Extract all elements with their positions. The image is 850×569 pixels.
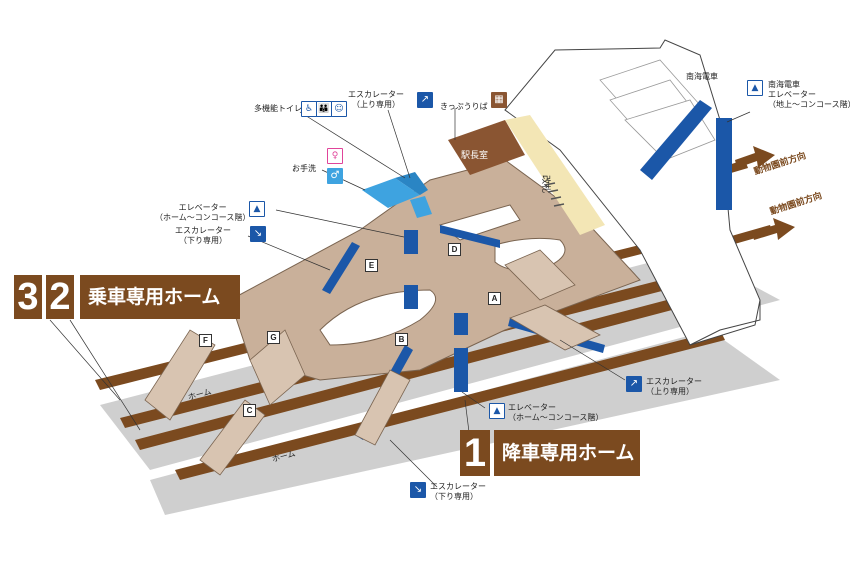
station-office-label: 駅長室 bbox=[461, 151, 489, 161]
stair-tag-f: F bbox=[199, 334, 212, 347]
male-restroom-icon: ♂ bbox=[327, 168, 343, 184]
lower-escalator-down-note: （下り専用） bbox=[430, 492, 478, 501]
gate-label: 改札 bbox=[540, 175, 550, 194]
lower-escalator-up-text: エスカレーター bbox=[646, 377, 702, 386]
lower-escalator-down-text: エスカレーター bbox=[430, 482, 486, 491]
platform-alighting bbox=[150, 330, 780, 515]
escalator-up-label: エスカレーター （上り専用） bbox=[348, 90, 404, 110]
baby-icon: ☺ bbox=[331, 101, 347, 117]
escalator-d bbox=[440, 225, 500, 248]
multi-toilet-block bbox=[410, 196, 432, 218]
elevator-text: エレベーター bbox=[178, 203, 227, 212]
nankai-escalator bbox=[716, 118, 732, 210]
escalator-down-note: （下り専用） bbox=[179, 236, 227, 245]
stair-tag-b: B bbox=[395, 333, 408, 346]
lower-escalator-up-note: （上り専用） bbox=[646, 387, 694, 396]
nankai-elevator-line2: エレベーター bbox=[768, 90, 816, 99]
lower-escalator-down-label: エスカレーター （下り専用） bbox=[430, 482, 486, 502]
lower-escalator-up-label: エスカレーター （上り専用） bbox=[646, 377, 702, 397]
stair-tag-d: D bbox=[448, 243, 461, 256]
escalator-up-note: （上り専用） bbox=[352, 100, 400, 109]
ticket-icon: ▦ bbox=[491, 92, 507, 108]
station-office bbox=[448, 120, 525, 175]
ticket-label: きっぷうりば bbox=[440, 102, 488, 111]
direction-arrow-icon bbox=[752, 218, 795, 240]
lower-elevator-note: （ホーム〜コンコース階） bbox=[508, 413, 604, 422]
escalator-e bbox=[322, 242, 360, 294]
stairs bbox=[144, 249, 601, 476]
elevator-icon: ▲ bbox=[747, 80, 763, 96]
elevator-shaft-1 bbox=[404, 230, 418, 254]
nankai-elevator-line3: （地上〜コンコース階） bbox=[768, 100, 850, 109]
escalator-icon: ↘ bbox=[250, 226, 266, 242]
leader-lines bbox=[49, 108, 751, 488]
alighting-platform-title: 降車専用ホーム bbox=[494, 430, 640, 476]
family-restroom-icon: 👪 bbox=[316, 101, 332, 117]
nankai-escalator-long bbox=[640, 100, 712, 180]
boarding-platform-title: 乗車専用ホーム bbox=[80, 275, 240, 319]
nankai-elevator-line1: 南海電車 bbox=[768, 80, 800, 89]
lower-elevator-label: エレベーター （ホーム〜コンコース階） bbox=[508, 403, 603, 423]
gate-machines bbox=[544, 182, 565, 207]
lower-elevator-text: エレベーター bbox=[508, 403, 556, 412]
elevator-shaft-4 bbox=[454, 348, 468, 392]
restroom-block-2 bbox=[395, 172, 428, 195]
stair-tag-a: A bbox=[488, 292, 501, 305]
escalator-up-text: エスカレーター bbox=[348, 90, 404, 99]
female-restroom-icon: ♀ bbox=[327, 148, 343, 164]
escalator-icon: ↗ bbox=[417, 92, 433, 108]
direction-arrow-icon bbox=[735, 146, 775, 168]
escalator-icon: ↘ bbox=[410, 482, 426, 498]
stair-tag-g: G bbox=[267, 331, 280, 344]
elevator-icon: ▲ bbox=[489, 403, 505, 419]
restroom-label: お手洗 bbox=[292, 164, 316, 173]
stair-tag-e: E bbox=[365, 259, 378, 272]
ticket-gate-area bbox=[505, 115, 605, 235]
elevator-shaft-3 bbox=[454, 313, 468, 335]
elevator-shaft-2 bbox=[404, 285, 418, 309]
escalator-down-text: エスカレーター bbox=[175, 226, 231, 235]
elevator-label: エレベーター （ホーム〜コンコース階） bbox=[155, 203, 250, 223]
platform-number-2: 2 bbox=[46, 275, 74, 319]
platform-number-1: 1 bbox=[460, 430, 490, 476]
escalator-down-label: エスカレーター （下り専用） bbox=[175, 226, 231, 246]
track-4 bbox=[175, 330, 725, 480]
platform-edge-line bbox=[689, 300, 761, 346]
multi-toilet-label: 多機能トイレ bbox=[254, 104, 302, 113]
restroom-block bbox=[362, 178, 420, 208]
elevator-note: （ホーム〜コンコース階） bbox=[155, 213, 251, 222]
nankai-line-label: 南海電車 bbox=[686, 72, 718, 81]
nankai-elevator-label: 南海電車 エレベーター （地上〜コンコース階） bbox=[768, 80, 850, 110]
stair-tag-c: C bbox=[243, 404, 256, 417]
elevator-icon: ▲ bbox=[249, 201, 265, 217]
accessible-icon: ♿ bbox=[301, 101, 317, 117]
platform-number-3: 3 bbox=[14, 275, 42, 319]
escalator-icon: ↗ bbox=[626, 376, 642, 392]
